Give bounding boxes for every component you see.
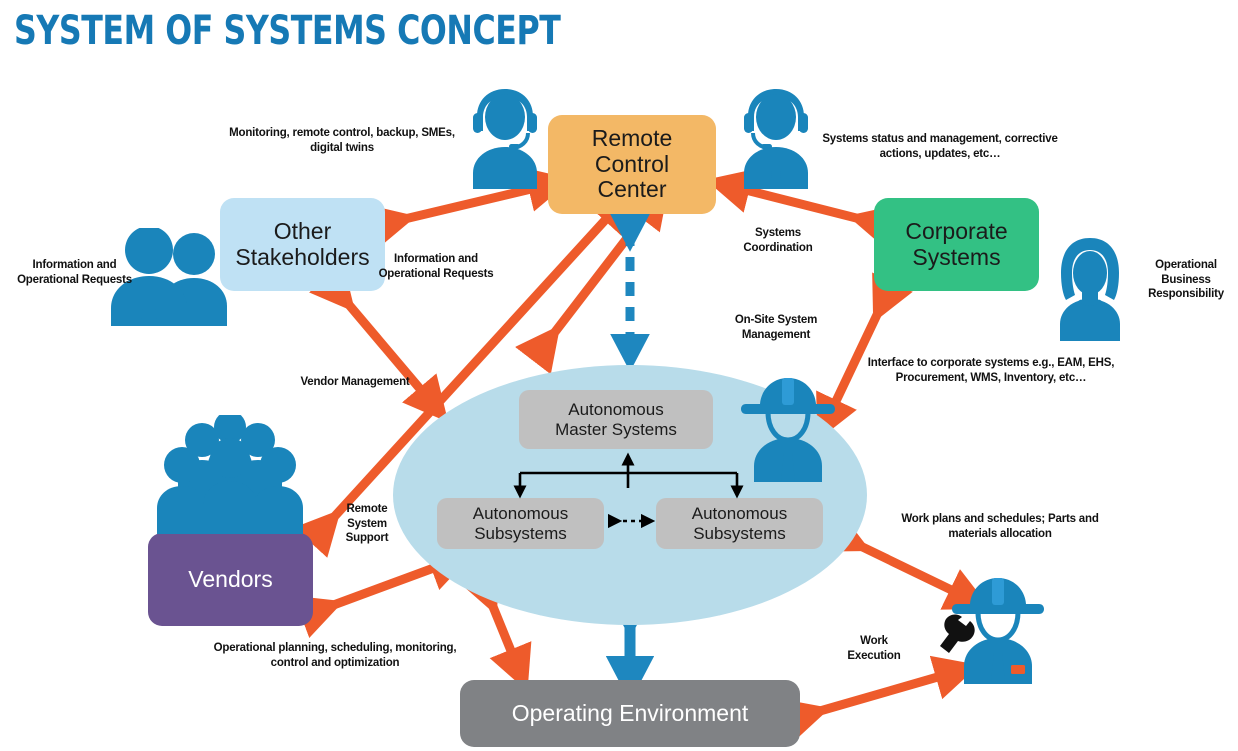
label-on-site-system-management: On-Site System Management <box>734 314 818 341</box>
businesswoman-icon <box>1060 238 1120 341</box>
label-information-requests-left: Information and Operational Requests <box>17 259 132 286</box>
node-vendors[interactable]: Vendors <box>148 533 313 626</box>
arrow-corporate-rcc <box>705 169 897 249</box>
page-title: SYSTEM OF SYSTEMS CONCEPT <box>14 8 561 54</box>
headset-operator-icon-left <box>473 89 537 189</box>
arrow-env-worker <box>780 655 980 743</box>
label-information-requests-center: Information and Operational Requests <box>378 253 494 280</box>
asr-line-1: Autonomous <box>691 504 788 524</box>
wrench-icon <box>940 614 975 653</box>
rcc-line-2: Control <box>594 150 670 177</box>
two-people-icon <box>111 228 227 326</box>
node-operating-environment[interactable]: Operating Environment <box>460 680 800 747</box>
node-autonomous-subsystems-right[interactable]: Autonomous Subsystems <box>656 498 823 549</box>
arrow-core-env <box>458 565 532 692</box>
node-autonomous-master-systems[interactable]: Autonomous Master Systems <box>519 390 713 449</box>
ams-line-2: Master Systems <box>555 419 677 439</box>
headset-operator-icon-right <box>744 89 808 189</box>
orange-arrows <box>293 167 991 743</box>
label-monitoring: Monitoring, remote control, backup, SMEs… <box>229 127 455 154</box>
label-operational-business-responsibility: Operational Business Responsibility <box>1148 259 1224 301</box>
arrow-stakeholders-core <box>309 263 449 423</box>
arrow-corporate-core <box>816 272 913 441</box>
label-systems-status: Systems status and management, correctiv… <box>822 133 1058 160</box>
asl-line-1: Autonomous <box>472 504 569 524</box>
asr-line-2: Subsystems <box>693 523 786 543</box>
asl-line-2: Subsystems <box>474 523 567 543</box>
group-of-people-icon <box>157 415 303 534</box>
corporate-line-2: Systems <box>912 243 1001 270</box>
stakeholders-line-2: Stakeholders <box>235 243 370 270</box>
rcc-line-3: Center <box>597 176 667 203</box>
label-work-execution: Work Execution <box>847 635 901 662</box>
label-remote-system-support: Remote System Support <box>345 503 389 545</box>
vendors-label: Vendors <box>188 565 273 592</box>
arrow-vendors-core <box>293 547 474 638</box>
rcc-line-1: Remote <box>591 124 673 151</box>
arrow-vendors-rcc <box>294 187 635 558</box>
operating-environment-label: Operating Environment <box>511 699 749 726</box>
node-remote-control-center[interactable]: Remote Control Center <box>548 115 716 214</box>
label-interface-corporate: Interface to corporate systems e.g., EAM… <box>867 357 1115 384</box>
stakeholders-line-1: Other <box>273 217 332 244</box>
label-systems-coordination: Systems Coordination <box>743 227 813 254</box>
node-autonomous-subsystems-left[interactable]: Autonomous Subsystems <box>437 498 604 549</box>
core-ellipse <box>393 365 867 625</box>
label-work-plans: Work plans and schedules; Parts and mate… <box>901 513 1099 540</box>
label-vendor-management: Vendor Management <box>300 376 410 388</box>
arrow-core-worker <box>820 511 991 610</box>
node-corporate-systems[interactable]: Corporate Systems <box>874 198 1039 291</box>
label-operational-planning: Operational planning, scheduling, monito… <box>213 642 457 669</box>
corporate-line-1: Corporate <box>905 217 1008 244</box>
hardhat-worker-with-wrench-icon <box>940 578 1044 684</box>
hardhat-worker-icon <box>741 378 835 482</box>
node-other-stakeholders[interactable]: Other Stakeholders <box>220 198 385 291</box>
ams-line-1: Autonomous <box>568 400 664 420</box>
